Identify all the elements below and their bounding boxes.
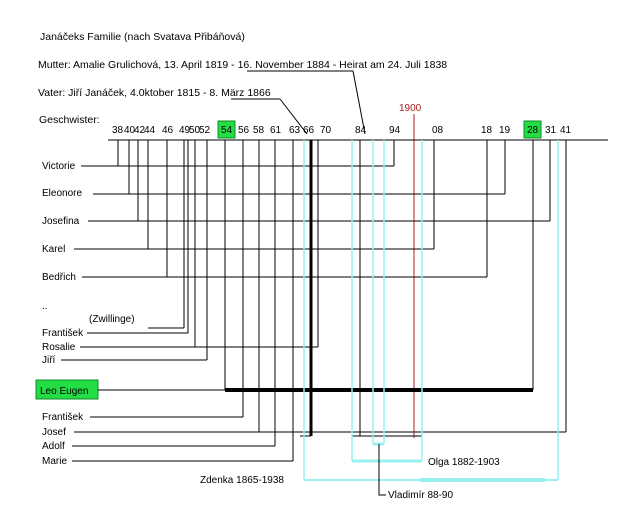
person-frantisek-1: František bbox=[42, 328, 84, 339]
olga-label: Olga 1882-1903 bbox=[428, 457, 500, 468]
person-josefina: Josefina bbox=[42, 216, 80, 227]
siblings-label: Geschwister: bbox=[39, 114, 100, 126]
person-unnamed: .. bbox=[42, 301, 48, 312]
tick-label: 31 bbox=[545, 125, 557, 136]
person-leo-eugen: Leo Eugen bbox=[40, 386, 88, 397]
tick-label: 52 bbox=[199, 125, 211, 136]
tick-label: 56 bbox=[238, 125, 250, 136]
tick-label: 28 bbox=[527, 125, 539, 136]
tick-54-highlight bbox=[217, 120, 236, 139]
person-victorie: Victorie bbox=[42, 161, 76, 172]
tick-label: 42 bbox=[134, 125, 146, 136]
mother-line: Mutter: Amalie Grulichová, 13. April 181… bbox=[38, 59, 447, 71]
tick-label: 84 bbox=[355, 125, 367, 136]
tick-label: 08 bbox=[432, 125, 444, 136]
tick-label: 41 bbox=[560, 125, 572, 136]
person-bedrich: Bedřich bbox=[42, 272, 76, 283]
tick-label: 19 bbox=[499, 125, 511, 136]
tick-labels: 38 40 42 44 46 49 50 52 54 56 58 61 63 6… bbox=[112, 125, 572, 136]
tick-label: 50 bbox=[189, 125, 201, 136]
tick-label: 61 bbox=[270, 125, 282, 136]
tick-label: 66 bbox=[303, 125, 315, 136]
person-eleonore: Eleonore bbox=[42, 188, 82, 199]
tick-label: 38 bbox=[112, 125, 124, 136]
person-karel: Karel bbox=[42, 244, 65, 255]
tick-label: 70 bbox=[320, 125, 332, 136]
tick-label: 63 bbox=[289, 125, 301, 136]
father-pointer-line bbox=[279, 98, 308, 135]
tick-28-highlight bbox=[523, 120, 542, 139]
person-labels: Victorie Eleonore Josefina Karel Bedřich… bbox=[42, 161, 135, 467]
tick-label: 94 bbox=[389, 125, 401, 136]
tick-label: 58 bbox=[253, 125, 265, 136]
tick-label: 18 bbox=[481, 125, 493, 136]
person-jiri: Jiří bbox=[42, 355, 56, 366]
person-rosalie: Rosalie bbox=[42, 342, 76, 353]
diagram-title: Janáčeks Familie (nach Svatava Přibáňová… bbox=[40, 31, 245, 43]
tick-label: 46 bbox=[162, 125, 174, 136]
year-1900-label: 1900 bbox=[399, 103, 422, 114]
vladimir-label: Vladimír 88-90 bbox=[388, 490, 453, 501]
person-adolf: Adolf bbox=[42, 441, 65, 452]
spouse-children-lines bbox=[303, 140, 559, 482]
person-marie: Marie bbox=[42, 456, 67, 467]
vladimir-pointer bbox=[378, 444, 386, 496]
person-josef: Josef bbox=[42, 427, 66, 438]
tick-label: 44 bbox=[144, 125, 156, 136]
leo-eugen-lines bbox=[98, 140, 534, 392]
father-line: Vater: Jiří Janáček, 4.0ktober 1815 - 8.… bbox=[38, 87, 271, 99]
tick-label: 40 bbox=[124, 125, 136, 136]
zdenka-label: Zdenka 1865-1938 bbox=[200, 475, 284, 486]
tick-label: 54 bbox=[221, 125, 233, 136]
twins-note: (Zwillinge) bbox=[89, 314, 135, 325]
person-frantisek-2: František bbox=[42, 412, 84, 423]
tick-label: 49 bbox=[179, 125, 191, 136]
sibling-lines bbox=[61, 140, 567, 462]
mother-pointer-line bbox=[337, 70, 366, 135]
